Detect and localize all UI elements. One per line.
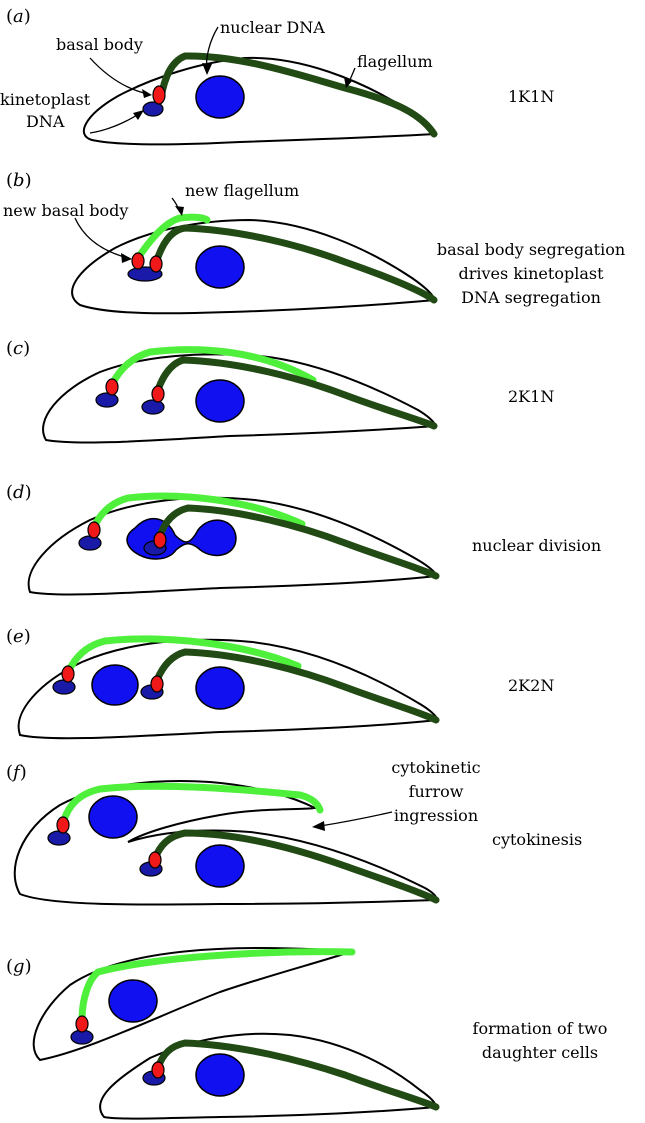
stage-label-g-line1: formation of two [473, 1019, 608, 1038]
label-furrow-line2: furrow [409, 782, 464, 801]
new-flagellum [108, 346, 317, 388]
stage-label-b-line2: drives kinetoplast [459, 264, 605, 283]
panel-letter-d: (d) [6, 482, 32, 503]
kinetoplast-dna [142, 101, 164, 117]
panel-b: (b) new basal body new flagellum basal b… [3, 170, 625, 315]
label-flagellum: flagellum [357, 52, 433, 71]
old-flagellum [156, 504, 440, 580]
nucleus [195, 379, 245, 423]
nucleus [195, 1053, 245, 1097]
kinetoplast-dna-new [47, 830, 71, 846]
panel-f: (f) cytokinetic furrow ingression cytoki… [6, 758, 582, 906]
panel-a: (a) basal body nuclear DNA flagellum kin… [0, 6, 554, 146]
basal-body [148, 851, 162, 869]
basal-body [152, 85, 166, 105]
old-flagellum [154, 356, 438, 430]
new-flagellum [134, 213, 211, 262]
nucleus [195, 844, 245, 888]
panel-letter-f: (f) [6, 762, 27, 783]
panel-letter-b: (b) [6, 170, 32, 191]
label-kinetoplast-dna: DNA [26, 112, 65, 131]
stage-label-a: 1K1N [508, 87, 554, 106]
panel-letter-e: (e) [6, 626, 31, 647]
new-basal-body [75, 1015, 89, 1033]
stage-label-e: 2K2N [508, 676, 554, 695]
kinetoplast-dna [141, 399, 165, 415]
new-flagellum [90, 492, 306, 531]
panel-e: (e) 2K2N [6, 626, 554, 740]
arrowhead-kinetoplast [133, 110, 144, 120]
old-flagellum [153, 648, 440, 724]
nucleus [195, 75, 245, 119]
label-kinetoplast: kinetoplast [0, 90, 91, 109]
new-flagellum [59, 782, 324, 827]
stage-label-c: 2K1N [508, 387, 554, 406]
new-basal-body [131, 252, 145, 270]
arrowhead-furrow [312, 821, 325, 831]
arrowhead-new-basal-body [121, 253, 132, 263]
old-flagellum [157, 52, 438, 138]
panel-letter-a: (a) [6, 6, 31, 27]
old-flagellum [151, 829, 440, 904]
basal-body [151, 1061, 165, 1079]
new-basal-body [61, 665, 75, 683]
old-flagellum [154, 1039, 440, 1111]
panel-letter-g: (g) [6, 956, 32, 977]
nucleus-new [91, 664, 139, 706]
nucleus-new [108, 979, 158, 1023]
old-flagellum [153, 224, 438, 304]
arrowhead-basal-body [142, 89, 152, 98]
arrow-furrow [319, 811, 393, 827]
label-basal-body: basal body [56, 35, 143, 54]
panel-c: (c) 2K1N [6, 338, 554, 444]
arrowhead-nuclear-dna [202, 63, 212, 75]
nucleus-new [88, 795, 138, 839]
label-furrow-line3: ingression [394, 806, 478, 825]
stage-label-d: nuclear division [472, 536, 601, 555]
stage-label-b-line1: basal body segregation [437, 240, 625, 259]
label-furrow-line1: cytokinetic [391, 758, 480, 777]
new-basal-body [56, 816, 70, 834]
kinetoplast-dna-new [52, 679, 76, 695]
basal-body [149, 255, 163, 273]
label-new-flagellum: new flagellum [185, 181, 299, 200]
basal-body [151, 385, 165, 403]
panel-g: (g) formation of two daughter cells [6, 946, 608, 1120]
new-basal-body [105, 378, 119, 396]
basal-body [153, 531, 167, 549]
nucleus [195, 666, 245, 710]
panel-letter-c: (c) [6, 338, 30, 359]
arrowhead-new-flagellum [175, 206, 184, 216]
panel-d: (d) nuclear division [6, 482, 601, 596]
new-flagellum [78, 948, 356, 1024]
new-flagellum [64, 635, 302, 676]
nucleus [195, 245, 245, 289]
label-new-basal-body: new basal body [3, 201, 128, 220]
stage-label-b-line3: DNA segregation [461, 288, 601, 307]
daughter-cell-old [99, 1032, 438, 1120]
arrowhead-flagellum [344, 77, 353, 88]
basal-body [150, 675, 164, 693]
label-nuclear-dna: nuclear DNA [220, 18, 325, 37]
kinetoplast-dna-new [95, 392, 119, 408]
stage-label-g-line2: daughter cells [482, 1043, 598, 1062]
kinetoplast-dna-new [78, 535, 102, 551]
stage-label-f: cytokinesis [492, 830, 582, 849]
new-basal-body [87, 521, 101, 539]
